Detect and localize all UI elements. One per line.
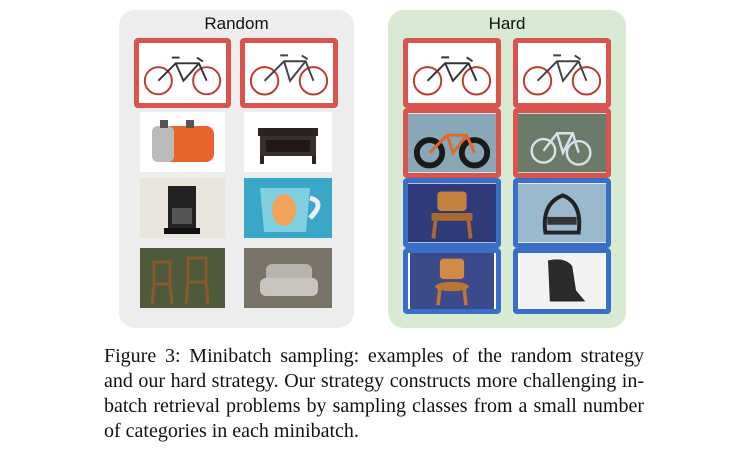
hard-panel-title: Hard: [488, 14, 526, 33]
hard-image-wooden-chair-2: [403, 248, 501, 314]
random-image-armchair: [244, 248, 332, 308]
random-image-toaster: [140, 112, 225, 172]
random-image-coffee-maker: [140, 178, 225, 238]
random-image-bicycle-1: [134, 38, 231, 108]
hard-image-bicycle-2: [513, 38, 611, 108]
random-image-wooden-chairs: [140, 248, 225, 308]
random-image-mug: [244, 178, 332, 238]
random-panel-title: Random: [204, 14, 269, 33]
hard-image-bicycle-outdoor: [513, 108, 611, 178]
hard-image-metal-chair: [513, 178, 611, 248]
hard-image-bicycle-1: [403, 38, 501, 108]
hard-image-wooden-chair-1: [403, 178, 501, 248]
random-image-bicycle-2: [240, 38, 338, 108]
random-image-coffee-table: [244, 112, 332, 172]
figure-caption: Figure 3: Minibatch sampling: examples o…: [104, 345, 644, 442]
hard-image-fat-bike: [403, 108, 501, 178]
hard-image-massage-chair: [513, 248, 611, 314]
